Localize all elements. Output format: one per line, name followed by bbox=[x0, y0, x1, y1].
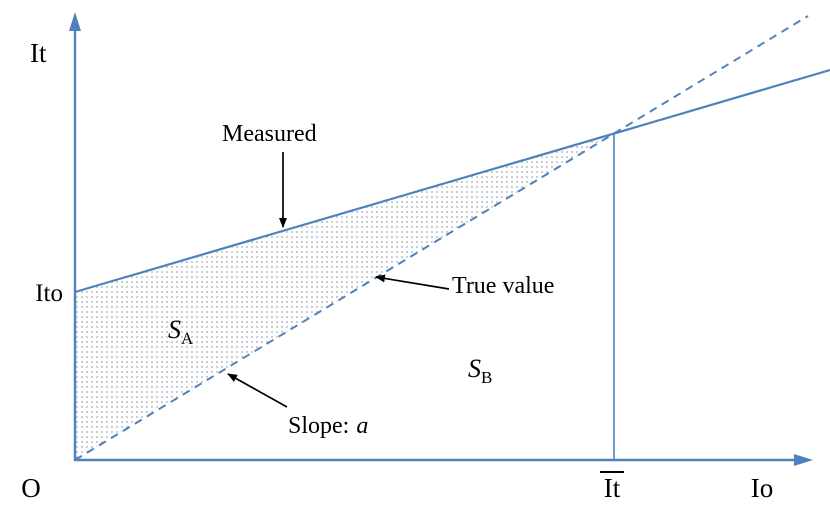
slope-label-symbol: a bbox=[356, 413, 368, 439]
region-a-subscript: A bbox=[181, 329, 194, 348]
measured-line bbox=[74, 68, 830, 294]
slope-label: Slope: a bbox=[288, 413, 368, 439]
true-value-arrow bbox=[375, 274, 450, 290]
x-axis-label: Io bbox=[751, 473, 774, 503]
y-axis-label: It bbox=[30, 38, 47, 68]
y-intercept-label: Ito bbox=[35, 280, 63, 307]
region-b-label: SB bbox=[468, 354, 492, 387]
region-a-label: SA bbox=[168, 315, 194, 348]
x-axis-arrowhead bbox=[794, 454, 813, 466]
measured-label: Measured bbox=[222, 121, 317, 147]
x-intersection-label: It bbox=[604, 473, 621, 503]
region-b-symbol: S bbox=[468, 354, 481, 383]
slope-arrow bbox=[227, 373, 288, 408]
true-value-line bbox=[74, 15, 809, 461]
origin-label: O bbox=[21, 473, 41, 503]
region-a-symbol: S bbox=[168, 315, 181, 344]
true-value-label: True value bbox=[452, 273, 554, 299]
y-axis-arrowhead bbox=[69, 12, 81, 31]
slope-label-text: Slope: bbox=[288, 413, 349, 439]
region-b-subscript: B bbox=[481, 368, 492, 387]
